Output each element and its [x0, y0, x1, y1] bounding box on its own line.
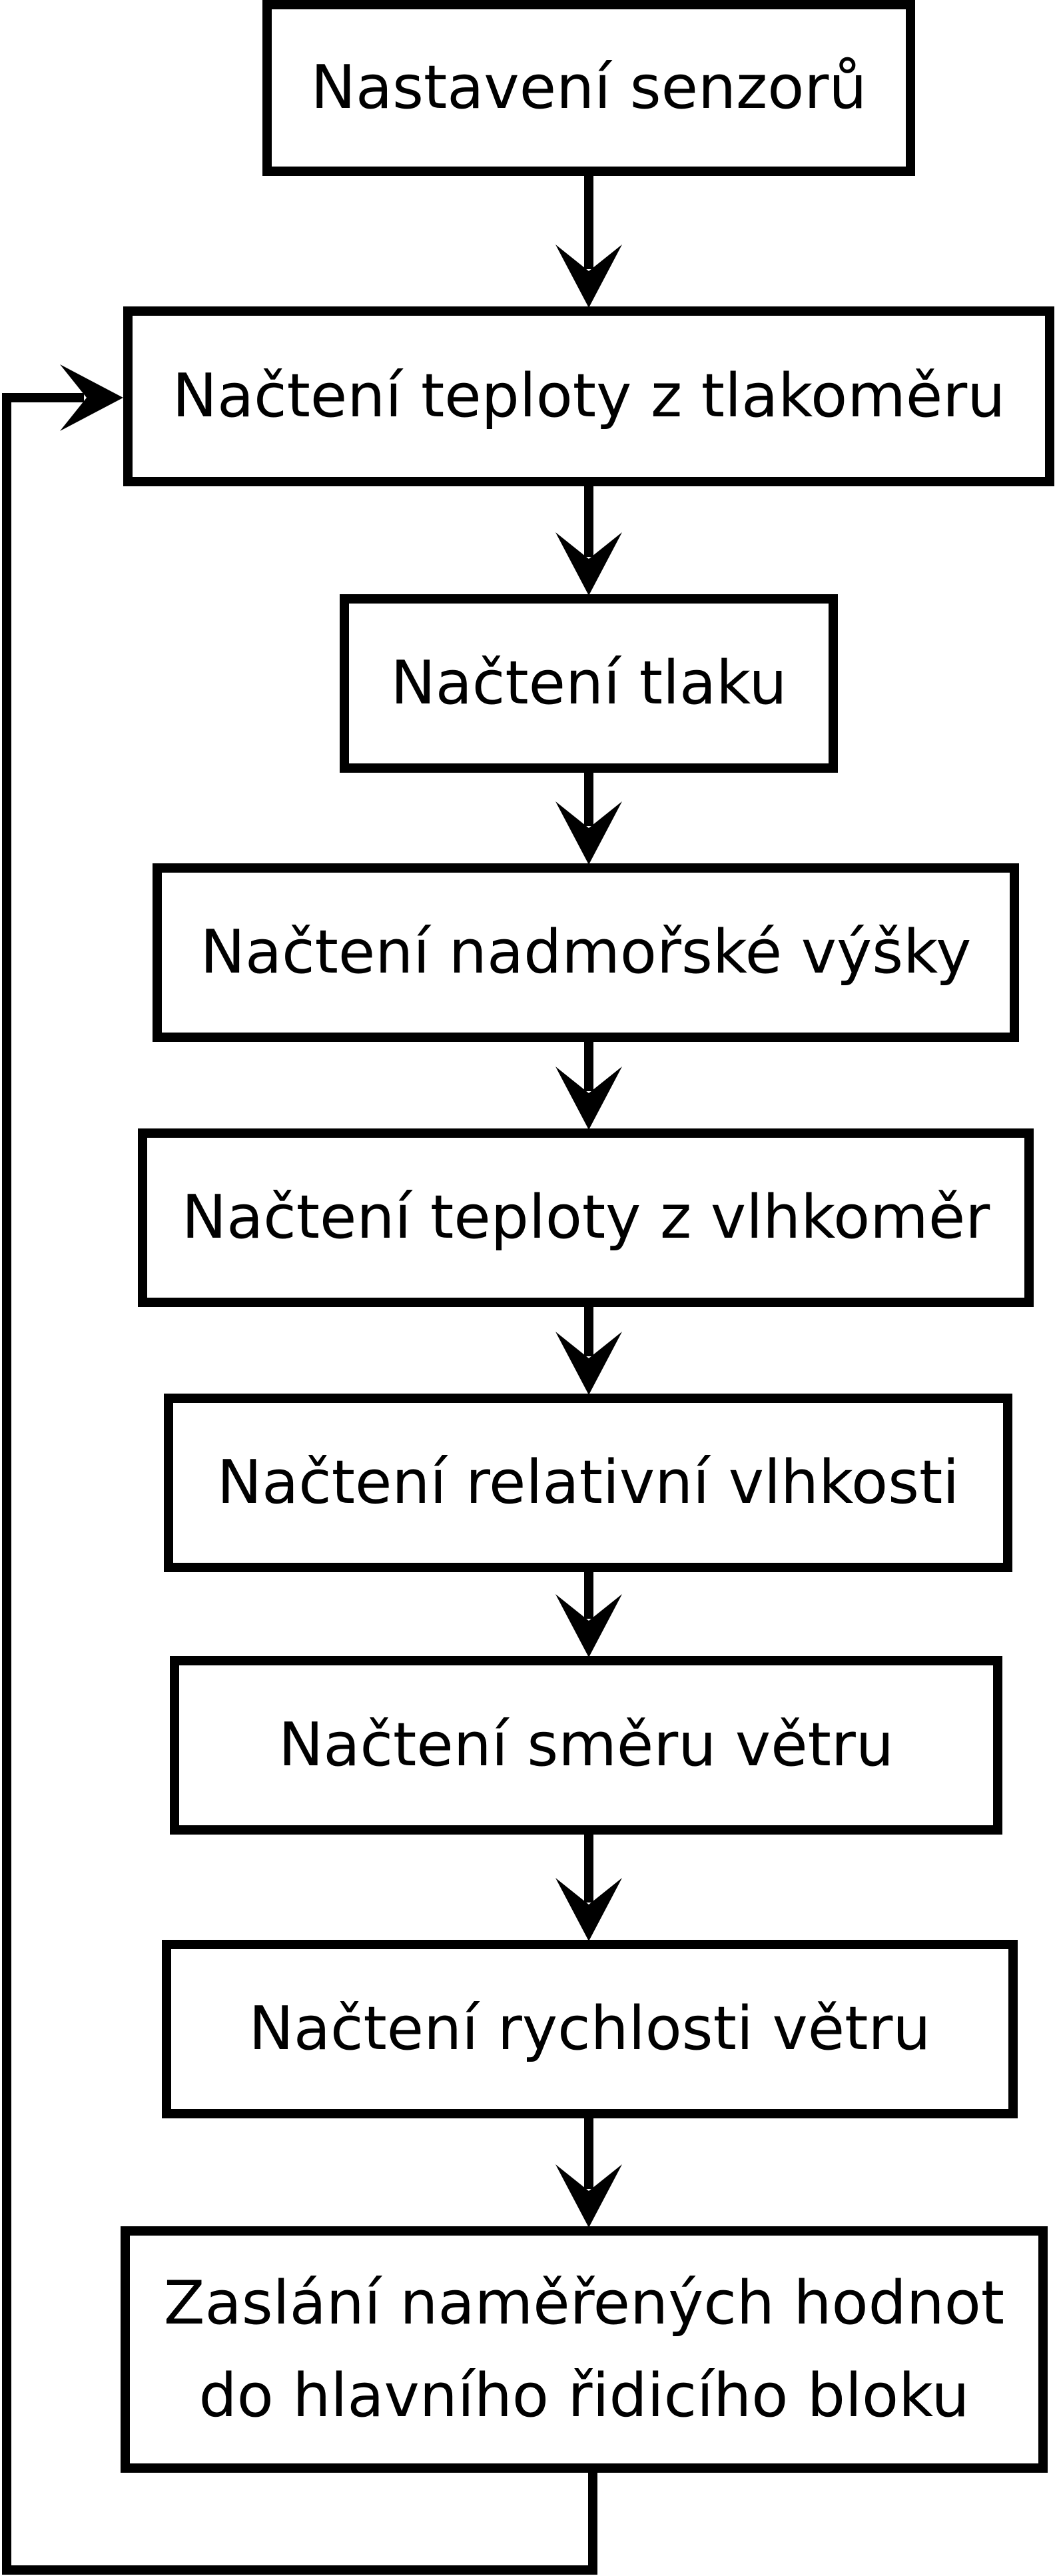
flow-node-nacteni-tlaku: Načtení tlaku — [340, 594, 838, 773]
edge-arrow-8-9 — [555, 2117, 622, 2228]
flow-node-nacteni-nadmorske-vysky: Načtení nadmořské výšky — [153, 863, 1019, 1042]
node-label: Načtení teploty z vlhkoměr — [181, 1182, 990, 1252]
edge-arrow-1-2 — [555, 175, 622, 308]
flow-node-nacteni-smeru-vetru: Načtení směru větru — [170, 1656, 1002, 1835]
node-label: Načtení relativní vlhkosti — [216, 1447, 960, 1517]
flow-node-nastaveni-senzoru: Nastavení senzorů — [262, 0, 915, 176]
node-label: Načtení rychlosti větru — [248, 1993, 931, 2064]
node-label-line-1: Zaslání naměřených hodnot — [163, 2268, 1005, 2338]
node-label: Načtení směru větru — [278, 1709, 894, 1780]
edge-arrow-5-6 — [555, 1306, 622, 1395]
flow-node-nacteni-teploty-z-tlakomeru: Načtení teploty z tlakoměru — [123, 306, 1054, 486]
node-label: Nastavení senzorů — [310, 52, 867, 123]
edge-arrow-3-4 — [555, 771, 622, 865]
flow-node-nacteni-relativni-vlhkosti: Načtení relativní vlhkosti — [164, 1394, 1012, 1572]
flow-node-zaslani-namerenych-hodnot: Zaslání naměřených hodnot do hlavního ři… — [121, 2226, 1048, 2473]
node-label: Načtení tlaku — [390, 647, 787, 718]
edge-arrow-6-7 — [555, 1571, 622, 1657]
edge-loop-back — [2, 364, 597, 2575]
flow-node-nacteni-teploty-z-vlhkomer: Načtení teploty z vlhkoměr — [138, 1128, 1034, 1307]
node-label: Načtení teploty z tlakoměru — [172, 360, 1006, 431]
edge-arrow-2-3 — [555, 485, 622, 596]
flow-node-nacteni-rychlosti-vetru: Načtení rychlosti větru — [162, 1940, 1018, 2118]
edge-arrow-7-8 — [555, 1833, 622, 1941]
node-label-line-2: do hlavního řidicího bloku — [198, 2361, 970, 2431]
node-label: Načtení nadmořské výšky — [200, 917, 972, 987]
edge-arrow-4-5 — [555, 1041, 622, 1130]
